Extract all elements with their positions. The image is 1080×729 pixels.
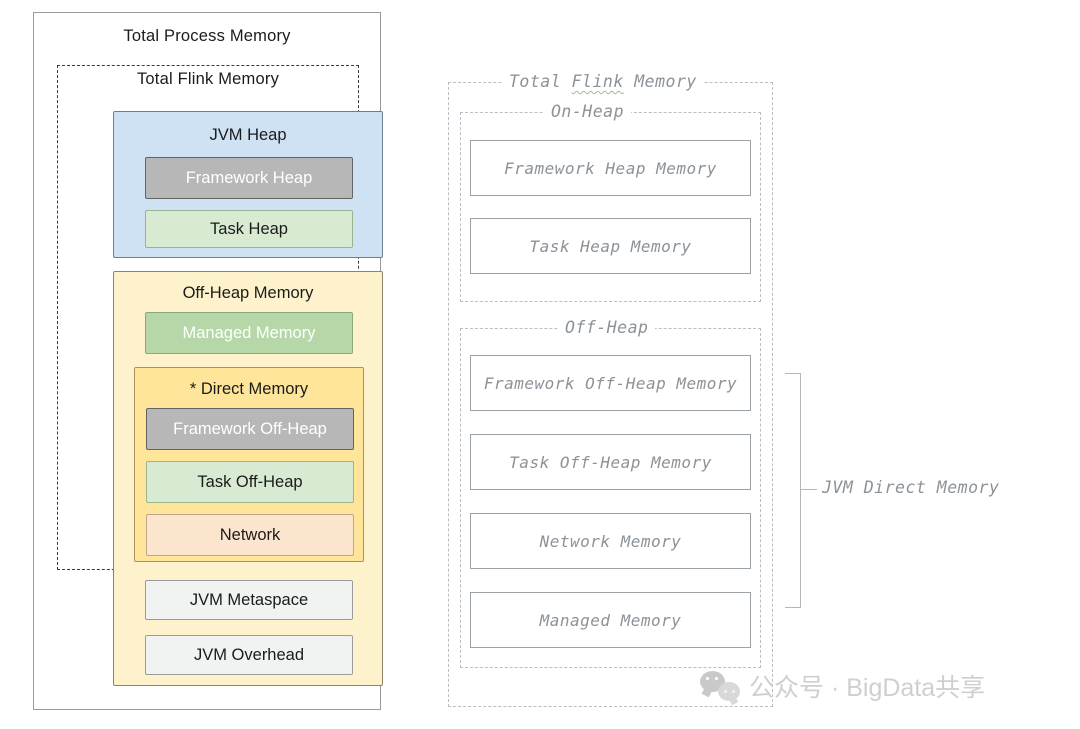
managed-memory-box-right: Managed Memory <box>470 592 751 648</box>
task-heap-memory-box: Task Heap Memory <box>470 218 751 274</box>
framework-off-heap-box: Framework Off-Heap <box>146 408 354 450</box>
jvm-metaspace-box: JVM Metaspace <box>145 580 353 620</box>
total-flink-memory-title: Total Flink Memory <box>136 70 280 88</box>
jvm-direct-memory-bracket <box>785 373 801 608</box>
network-memory-box: Network Memory <box>470 513 751 569</box>
flink-label-suffix: Memory <box>623 72 697 91</box>
on-heap-label: On-Heap <box>544 102 632 121</box>
framework-off-heap-memory-box: Framework Off-Heap Memory <box>470 355 751 411</box>
off-heap-label: Off-Heap <box>558 318 656 337</box>
jvm-overhead-box: JVM Overhead <box>145 635 353 675</box>
wechat-icon <box>700 671 740 701</box>
task-heap-box: Task Heap <box>145 210 353 248</box>
managed-memory-box: Managed Memory <box>145 312 353 354</box>
flink-label-prefix: Total <box>509 72 572 91</box>
framework-heap-memory-box: Framework Heap Memory <box>470 140 751 196</box>
jvm-direct-memory-label: JVM Direct Memory <box>822 478 1000 497</box>
network-box: Network <box>146 514 354 556</box>
flink-label-misspelled-word: Flink <box>571 72 624 91</box>
jvm-heap-group: JVM Heap Framework Heap Task Heap <box>113 111 383 258</box>
off-heap-memory-title: Off-Heap Memory <box>182 284 314 302</box>
framework-heap-box: Framework Heap <box>145 157 353 199</box>
direct-memory-group: * Direct Memory Framework Off-Heap Task … <box>134 367 364 562</box>
task-off-heap-memory-box: Task Off-Heap Memory <box>470 434 751 490</box>
watermark: 公众号 · BigData共享 <box>700 668 985 704</box>
ascii-memory-model-panel: Total Flink Memory On-Heap Framework Hea… <box>440 70 1060 710</box>
total-flink-memory-label: Total Flink Memory <box>502 72 704 91</box>
jvm-heap-title: JVM Heap <box>209 126 287 144</box>
total-process-memory-title: Total Process Memory <box>123 27 291 45</box>
off-heap-memory-group: Off-Heap Memory Managed Memory * Direct … <box>113 271 383 686</box>
watermark-text: 公众号 · BigData共享 <box>749 674 986 702</box>
jvm-direct-memory-bracket-tick <box>801 489 817 490</box>
task-off-heap-box: Task Off-Heap <box>146 461 354 503</box>
total-process-memory-panel: Total Process Memory Total Flink Memory … <box>33 12 383 710</box>
direct-memory-title: * Direct Memory <box>189 380 309 398</box>
